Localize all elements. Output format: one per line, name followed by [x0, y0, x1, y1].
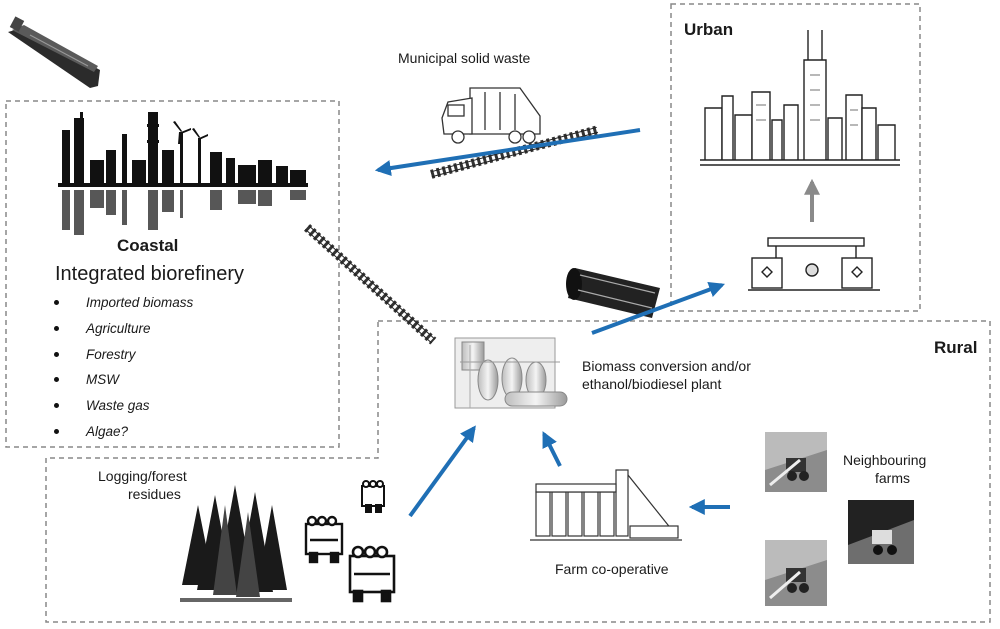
logging-truck-icon-3 [348, 545, 396, 603]
city-window-grid [756, 74, 858, 126]
farm-cooperative-silos-icon [530, 469, 682, 541]
feedstock-item: Algae? [48, 419, 193, 445]
logging-label-line2: residues [128, 486, 181, 502]
neighbouring-farms-line2: farms [875, 470, 910, 486]
arrow-plant-to-urban [591, 281, 726, 335]
coastal-region-title: Coastal [117, 236, 179, 255]
city-skyline-icon [700, 30, 900, 166]
arrow-coop-to-plant [542, 431, 562, 467]
plant-label-line2: ethanol/biodiesel plant [582, 376, 722, 392]
neighbouring-farms-line1: Neighbouring [843, 452, 927, 468]
garbage-truck-icon [441, 87, 541, 144]
logging-truck-icon-1 [361, 480, 385, 513]
farm-coop-label: Farm co-operative [555, 561, 669, 577]
urban-region-title: Urban [684, 20, 734, 39]
logging-truck-icon-2 [304, 515, 344, 564]
coastal-subtitle: Integrated biorefinery [55, 263, 245, 285]
logging-label-line1: Logging/forest [98, 468, 187, 484]
arrow-logging-to-plant [408, 425, 476, 518]
tanker-railcar-icon [566, 268, 660, 318]
conversion-plant-icon [454, 337, 568, 409]
rural-region-boundary [45, 320, 991, 623]
plant-label-line1: Biomass conversion and/or [582, 358, 751, 374]
municipal-waste-label: Municipal solid waste [398, 50, 531, 66]
refinery-reflection [62, 190, 306, 235]
feedstock-item: Agriculture [48, 316, 193, 342]
cargo-ship-icon [8, 16, 100, 88]
refinery-skyline-icon [58, 112, 308, 187]
arrow-msw-to-coastal [374, 128, 641, 176]
coastal-feedstock-list: Imported biomass Agriculture Forestry MS… [48, 290, 193, 445]
feedstock-item: MSW [48, 367, 193, 393]
forest-trees-icon [180, 485, 292, 602]
farm-harvester-image-2 [848, 500, 914, 564]
feedstock-item: Forestry [48, 342, 193, 368]
feedstock-item: Waste gas [48, 393, 193, 419]
rural-region-title: Rural [934, 338, 978, 357]
farm-harvester-image-3 [765, 540, 827, 606]
fuel-station-icon [748, 237, 880, 291]
farm-harvester-image-1 [765, 432, 827, 492]
feedstock-item: Imported biomass [48, 290, 193, 316]
rail-track-coastal-rural [303, 224, 437, 345]
